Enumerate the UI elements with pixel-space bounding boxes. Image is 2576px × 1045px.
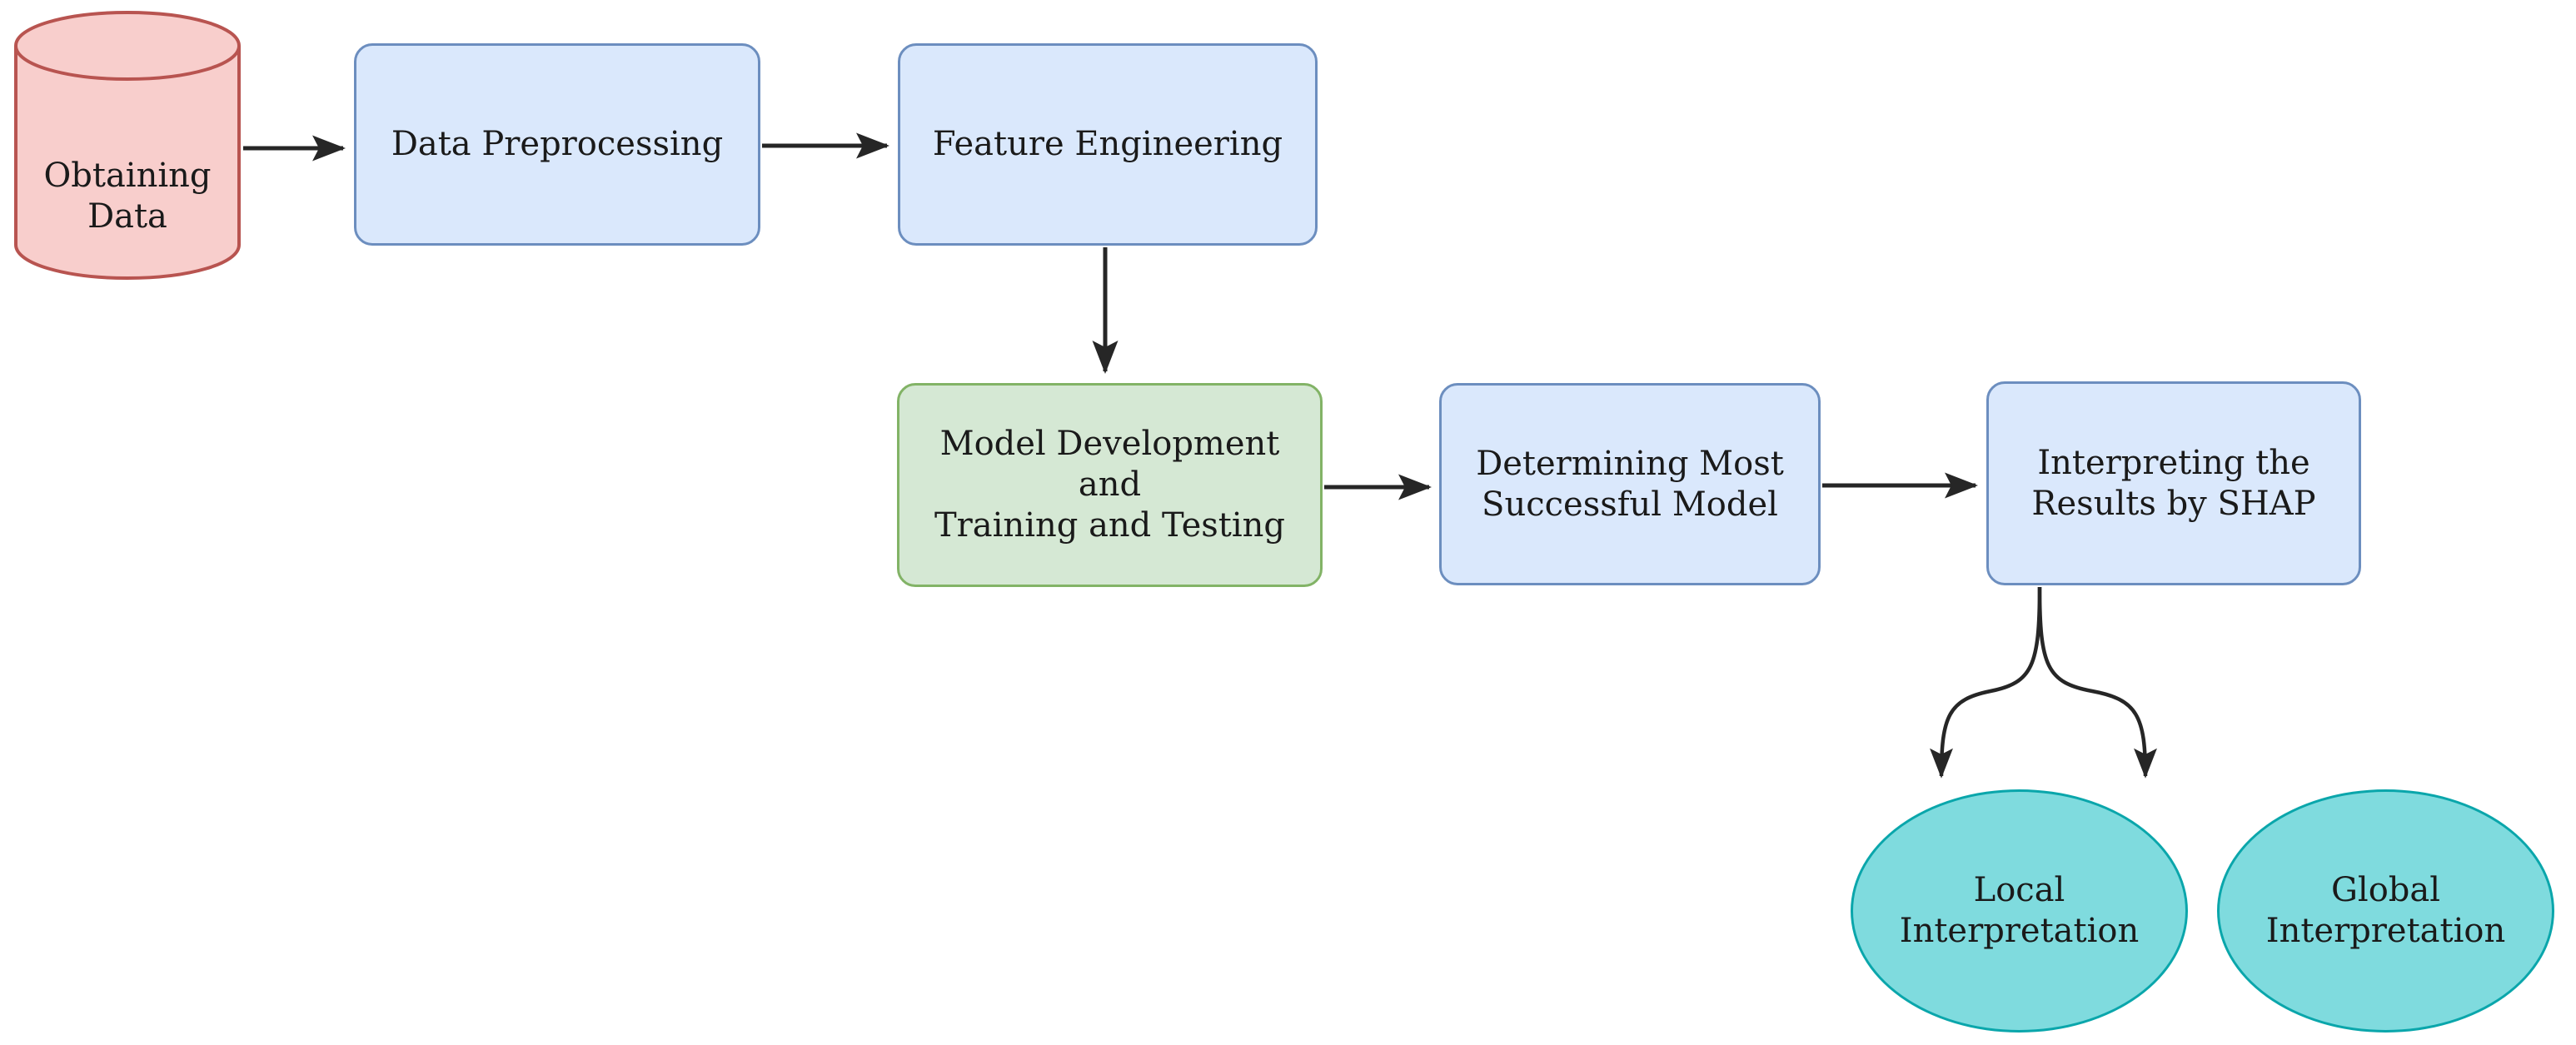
node-model-development[interactable]: Model Development and Training and Testi…: [897, 383, 1323, 587]
node-label-obtaining-data: Obtaining Data: [43, 157, 212, 236]
node-obtaining-data[interactable]: Obtaining Data: [13, 10, 242, 281]
node-determining-model[interactable]: Determining Most Successful Model: [1439, 383, 1821, 585]
node-feature-engineering[interactable]: Feature Engineering: [898, 43, 1318, 246]
node-data-preprocessing[interactable]: Data Preprocessing: [354, 43, 760, 246]
node-label-model-development: Model Development and Training and Testi…: [934, 425, 1285, 545]
node-label-determining-model: Determining Most Successful Model: [1476, 444, 1784, 524]
node-label-local-interpretation: Local Interpretation: [1899, 871, 2140, 950]
node-local-interpretation[interactable]: Local Interpretation: [1851, 789, 2188, 1033]
node-label-feature-engineering: Feature Engineering: [932, 125, 1283, 164]
node-label-data-preprocessing: Data Preprocessing: [391, 125, 724, 164]
node-global-interpretation[interactable]: Global Interpretation: [2217, 789, 2554, 1033]
cylinder-shape: [14, 10, 241, 281]
edge-interpreting-shap-to-local-interpretation: [1930, 586, 2042, 779]
node-interpreting-shap[interactable]: Interpreting the Results by SHAP: [1986, 381, 2361, 585]
edge-interpreting-shap-to-global-interpretation: [2037, 586, 2157, 779]
node-label-interpreting-shap: Interpreting the Results by SHAP: [2031, 443, 2316, 523]
node-label-global-interpretation: Global Interpretation: [2265, 871, 2506, 950]
